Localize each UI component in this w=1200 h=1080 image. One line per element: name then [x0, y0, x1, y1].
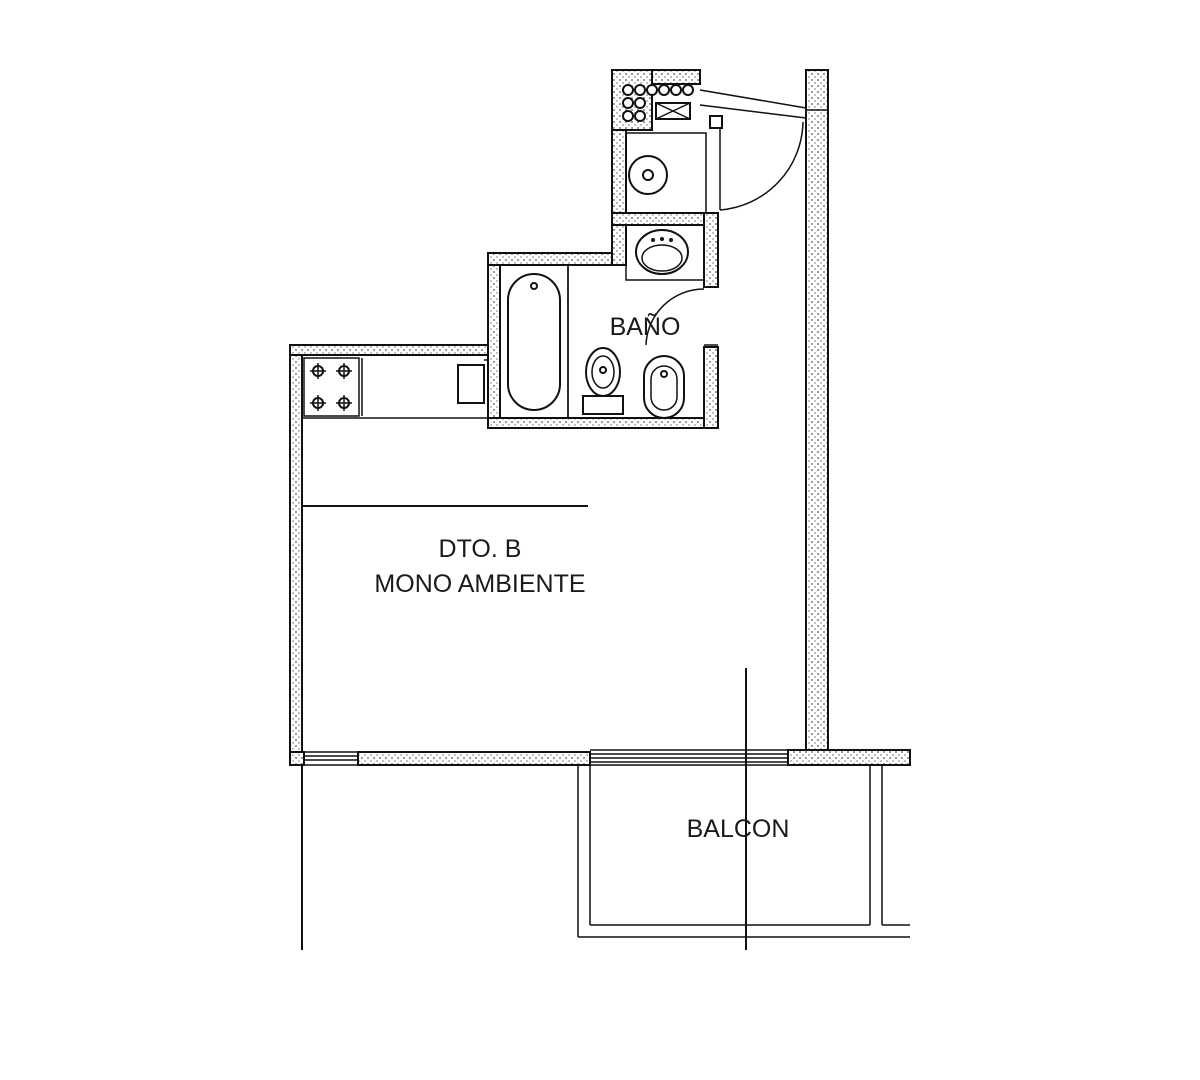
balcony	[577, 765, 910, 938]
balcony-sliding-door	[590, 749, 788, 766]
unit-type-label: MONO AMBIENTE	[374, 570, 585, 598]
bottom-wall-middle	[357, 751, 591, 766]
kitchen	[301, 354, 489, 419]
bathtub-icon	[507, 273, 561, 411]
bath-right-wall-lower	[703, 346, 719, 429]
left-exterior-wall	[289, 344, 303, 766]
kitchen-top-wall	[289, 344, 491, 356]
bottom-wall-left	[289, 751, 305, 766]
bath-right-wall-upper	[703, 212, 719, 288]
bath-left-wall	[487, 262, 501, 429]
right-exterior-wall	[805, 69, 829, 752]
bottom-window-left	[304, 751, 358, 766]
bidet	[643, 355, 685, 419]
sink-icon	[635, 229, 689, 275]
stove-burners	[310, 363, 352, 411]
kitchen-sink-icon	[457, 364, 485, 404]
shaft-ducts	[622, 84, 694, 122]
toilet	[582, 347, 624, 415]
entry-door	[699, 89, 828, 211]
bathroom-door	[645, 286, 718, 346]
unit-label: DTO. B	[439, 535, 522, 563]
sink	[625, 224, 705, 281]
washer-closet	[625, 132, 707, 214]
walls	[289, 69, 911, 766]
bottom-wall-right	[787, 749, 911, 766]
bath-bottom-wall	[487, 417, 719, 429]
bath-step-wall	[487, 252, 627, 266]
bathtub	[499, 264, 569, 419]
bathroom-label: BAÑO	[610, 312, 681, 341]
stove-icon	[303, 357, 360, 417]
balcony-label: BALCON	[687, 815, 790, 843]
bath-mid-wall	[611, 212, 719, 226]
